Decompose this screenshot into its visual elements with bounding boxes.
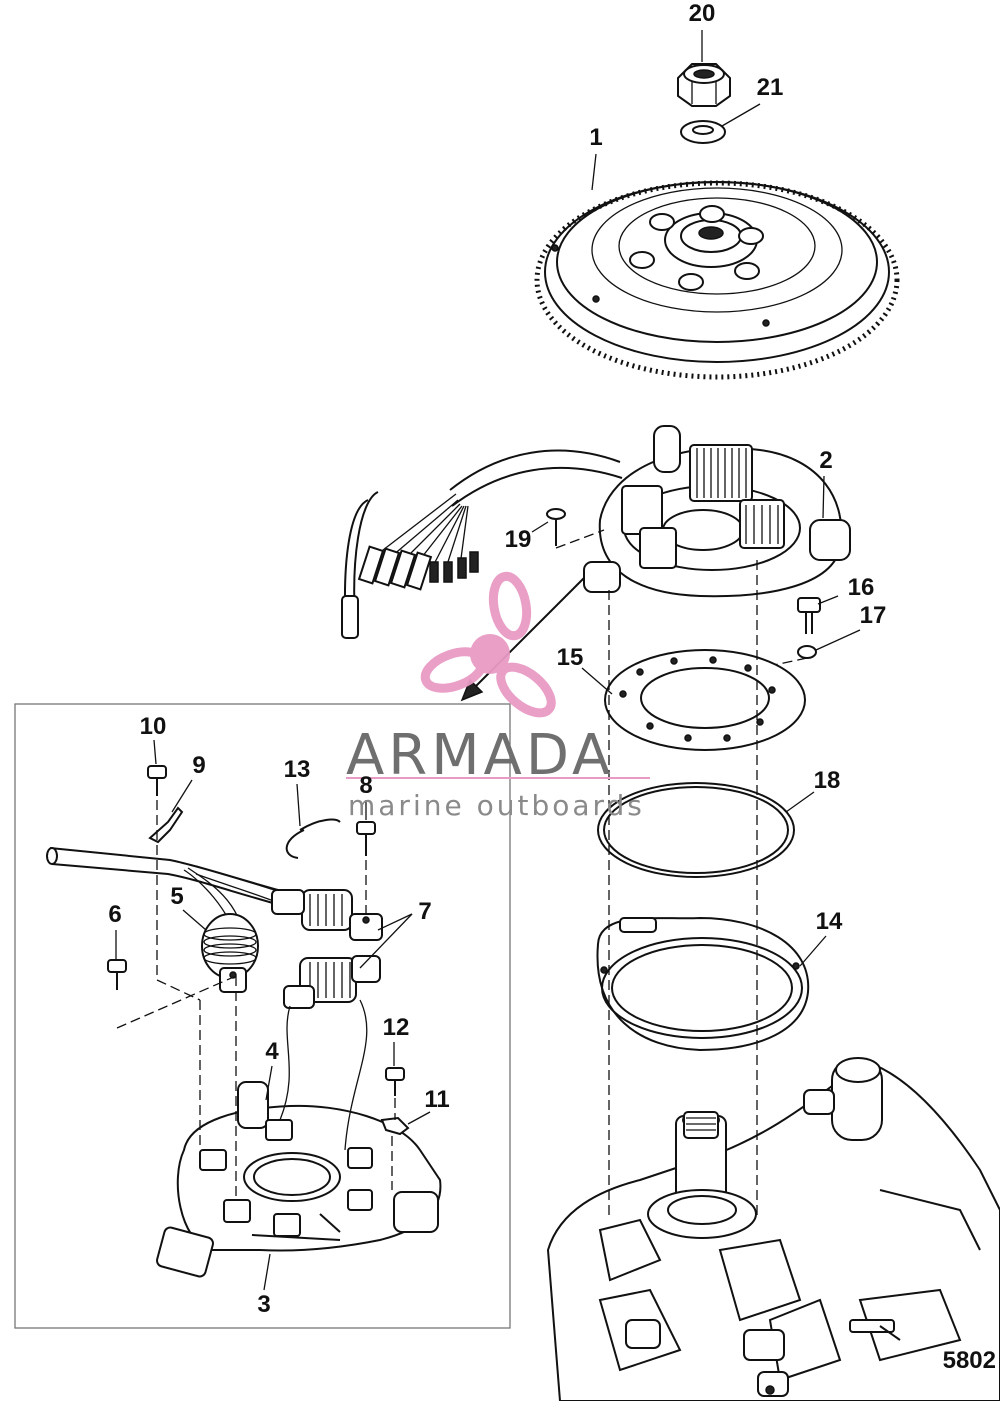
screw-10-part — [147, 765, 167, 796]
powerhead-part — [546, 1057, 1000, 1401]
callout-9: 9 — [192, 752, 206, 779]
callout-20: 20 — [688, 0, 716, 27]
flywheel-part — [534, 180, 900, 380]
callout-19: 19 — [504, 526, 532, 553]
ring-14-part — [596, 916, 810, 1052]
callout-1: 1 — [589, 124, 603, 151]
figure-number: 5802 — [942, 1347, 996, 1374]
callout-13: 13 — [283, 756, 311, 783]
callout-4: 4 — [265, 1038, 279, 1065]
retainer-13-part — [285, 818, 341, 859]
callout-21: 21 — [756, 74, 784, 101]
callout-8: 8 — [359, 772, 373, 799]
callout-12: 12 — [382, 1014, 410, 1041]
ring-18-part — [597, 782, 795, 878]
stator-part — [341, 425, 851, 639]
callout-leaders — [115, 30, 861, 1291]
callout-7: 7 — [418, 898, 432, 925]
callout-6: 6 — [108, 901, 122, 928]
detail-arrow-head — [460, 678, 484, 702]
callout-2: 2 — [819, 447, 833, 474]
screw-8-part — [356, 821, 376, 856]
screw-12-part — [385, 1067, 405, 1096]
washer-part — [680, 120, 726, 144]
detail-box — [14, 703, 511, 1329]
clip-9-part — [148, 806, 184, 844]
callout-10: 10 — [139, 713, 167, 740]
bolt-16-part — [797, 597, 821, 634]
watermark-tagline: marine outboards — [348, 789, 645, 822]
washer-17-part — [797, 645, 817, 659]
coil-5-part — [201, 913, 259, 993]
callout-11: 11 — [424, 1086, 450, 1113]
coil-7-lower-part — [279, 955, 381, 1151]
nut-part — [677, 63, 731, 107]
watermark-logo-icon — [420, 571, 556, 718]
coil-7-upper-part — [271, 889, 383, 941]
detail-leader-lines — [116, 800, 396, 1200]
plate-15-part — [604, 649, 806, 751]
callout-5: 5 — [170, 883, 184, 910]
callout-14: 14 — [815, 908, 843, 935]
screw-6-part — [107, 959, 127, 990]
callout-17: 17 — [859, 602, 887, 629]
callout-15: 15 — [556, 644, 584, 671]
watermark-brand: ARMADA — [346, 723, 615, 788]
callout-18: 18 — [813, 767, 841, 794]
callout-16: 16 — [847, 574, 875, 601]
trigger-plate-part — [156, 1081, 442, 1278]
callout-3: 3 — [257, 1291, 271, 1318]
screw-19-part — [546, 508, 605, 549]
